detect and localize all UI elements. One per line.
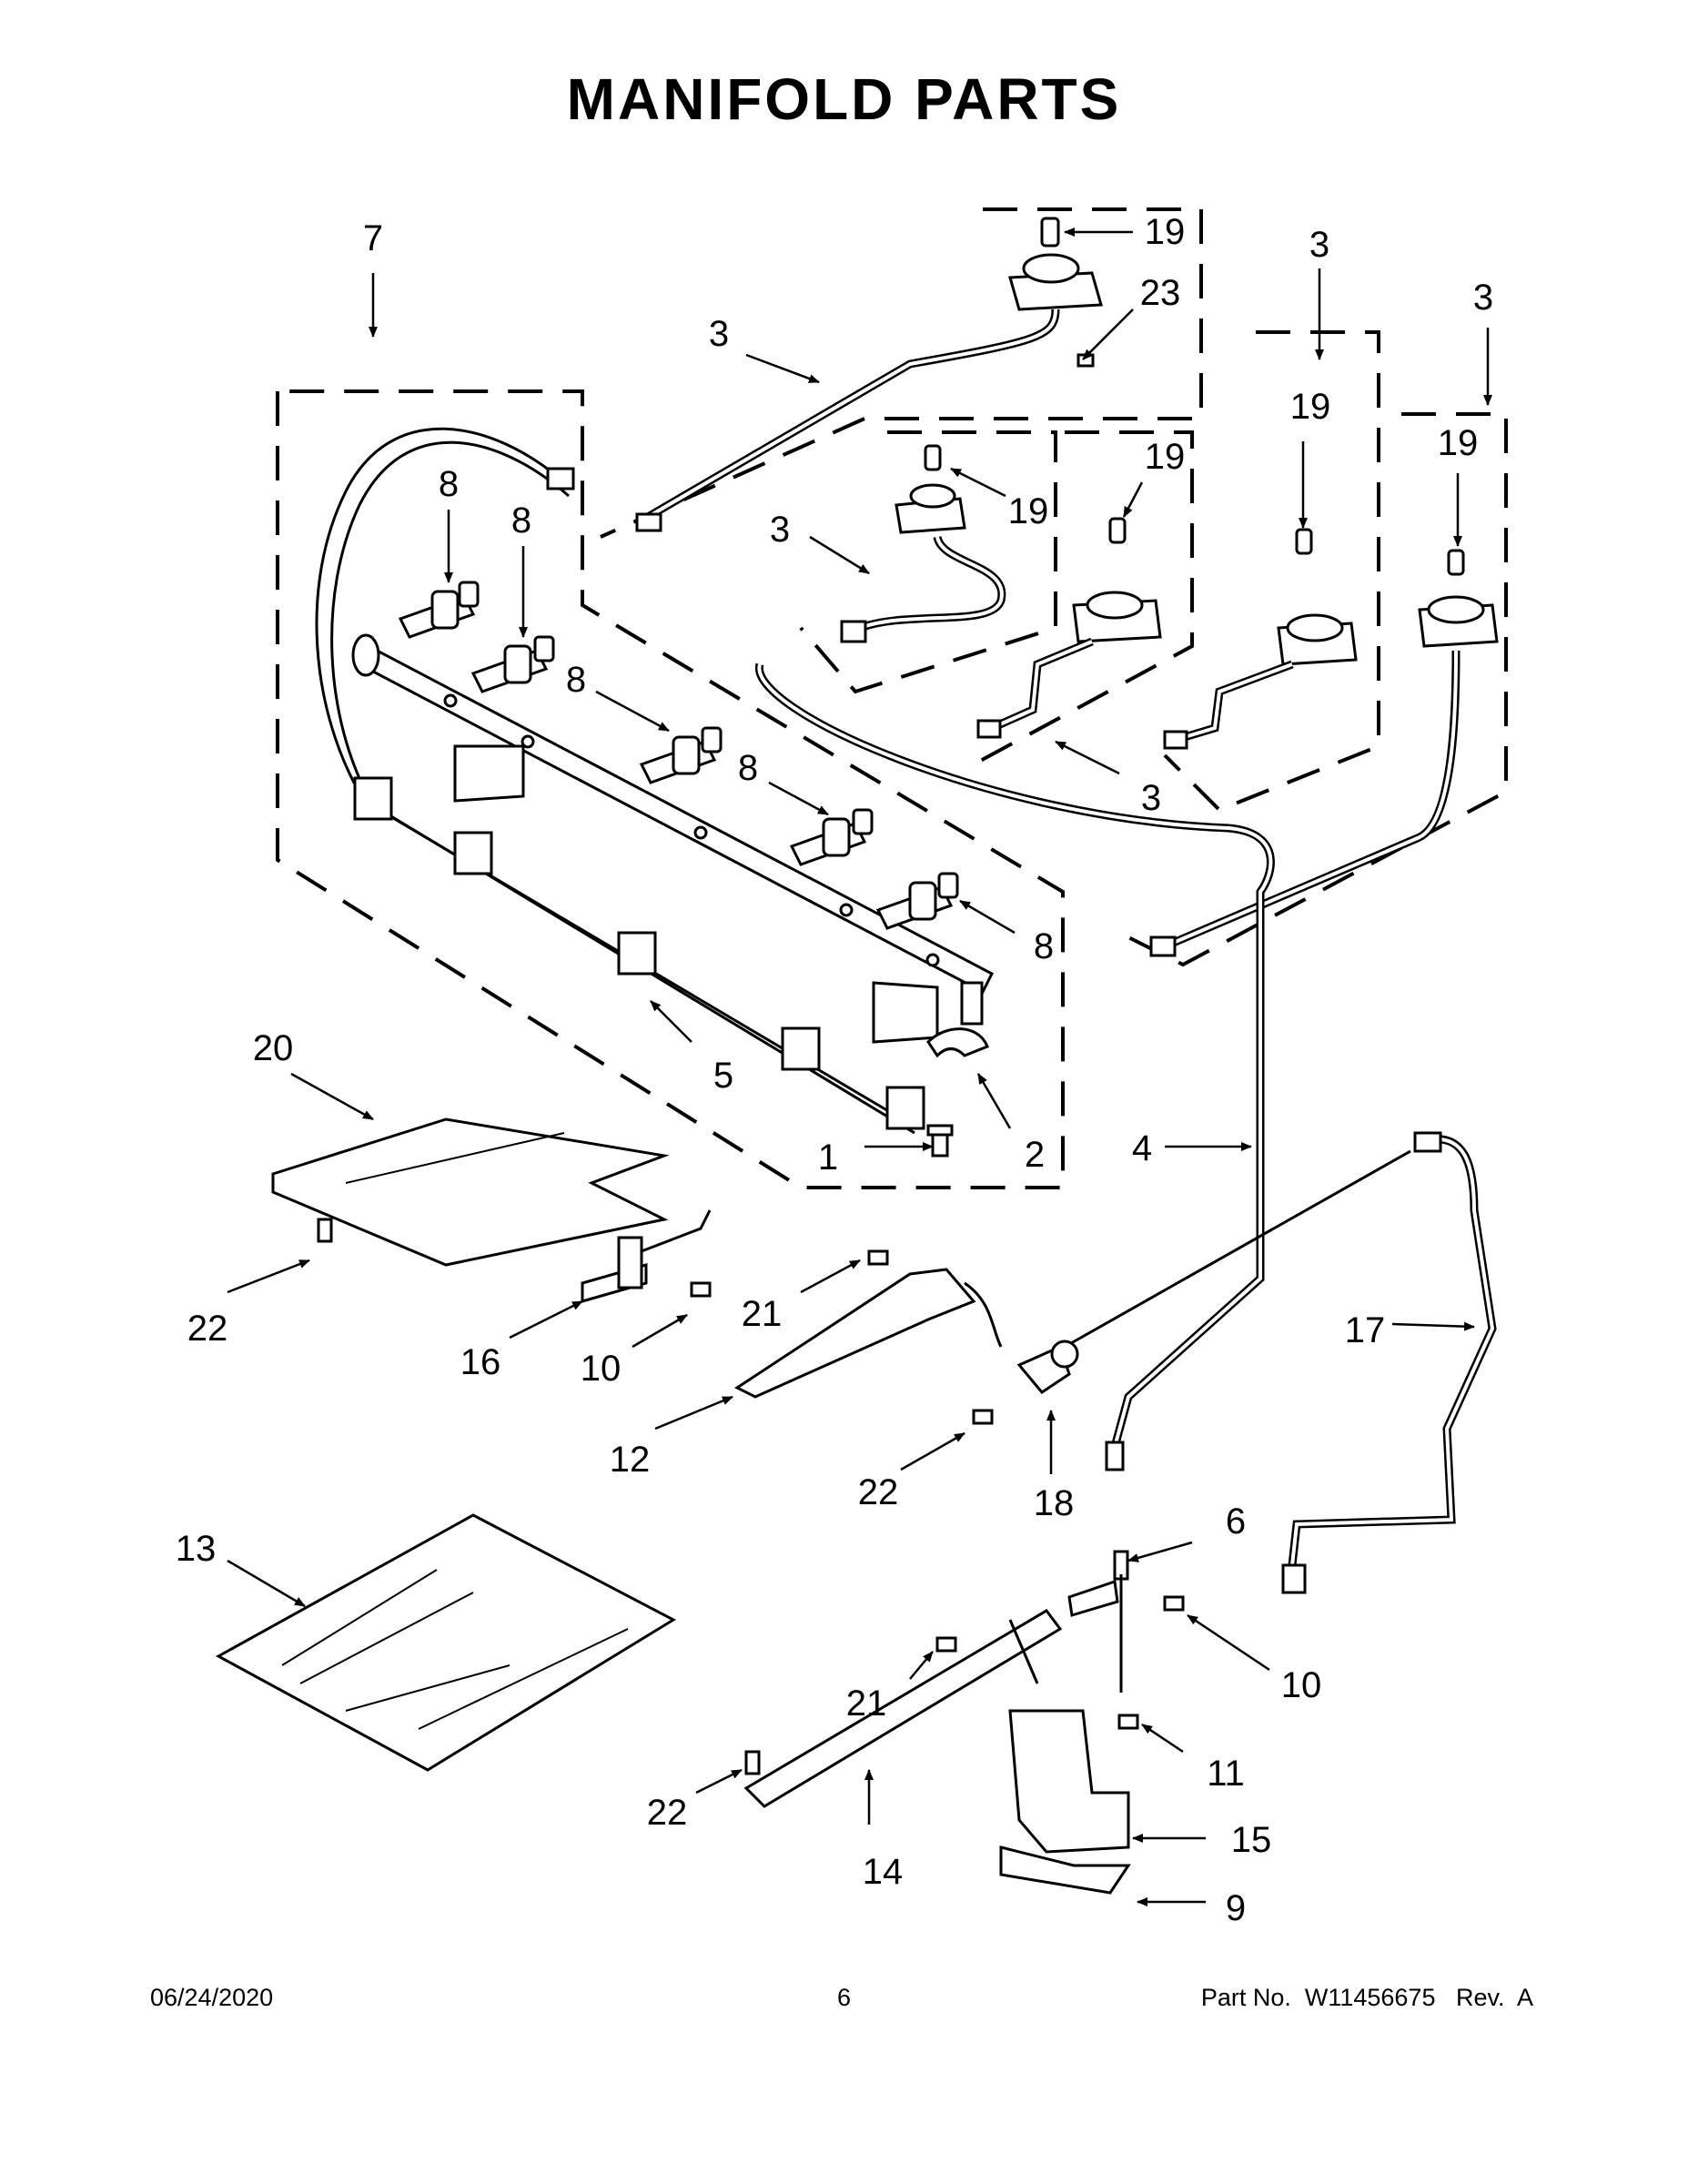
callout-22-lower: 22 <box>647 1793 688 1833</box>
callout-8-e: 8 <box>1034 926 1054 966</box>
wire-harness <box>315 427 925 1135</box>
callout-3-farright: 3 <box>1473 278 1493 318</box>
bottom-plate-13 <box>215 1513 677 1772</box>
top-burner-valve <box>634 217 1103 532</box>
callout-15: 15 <box>1231 1820 1272 1860</box>
callout-21-lower: 21 <box>846 1684 887 1724</box>
callout-19-right: 19 <box>1290 387 1331 427</box>
callout-7: 7 <box>363 218 383 258</box>
screw-22-upper <box>317 1218 333 1243</box>
callout-10-lower: 10 <box>1281 1665 1322 1705</box>
callout-19-mid: 19 <box>1145 437 1186 477</box>
orifice-holder-1 <box>398 581 480 639</box>
callout-8-b: 8 <box>511 500 531 541</box>
callout-14: 14 <box>863 1852 904 1892</box>
callout-21-upper: 21 <box>742 1294 783 1334</box>
group-far-right-burner-outline <box>1127 412 1508 967</box>
callout-13: 13 <box>176 1529 217 1569</box>
screw-22-mid <box>972 1409 994 1425</box>
callout-23: 23 <box>1140 273 1181 313</box>
callout-19-top: 19 <box>1145 212 1186 252</box>
callout-2: 2 <box>1025 1135 1045 1175</box>
callout-labels: 7 19 23 3 3 3 8 8 19 19 19 19 3 3 8 8 8 … <box>176 212 1493 1928</box>
screw-11 <box>1117 1714 1139 1730</box>
burner-tube-12 <box>734 1268 1003 1399</box>
callout-3-top: 3 <box>709 314 729 354</box>
tube-4 <box>755 662 1275 1471</box>
footer-page-number: 6 <box>836 1984 852 2011</box>
orifice-holder-2 <box>470 635 555 693</box>
callout-8-c: 8 <box>566 660 586 700</box>
callout-9: 9 <box>1226 1888 1246 1928</box>
screw-22-lower <box>744 1750 761 1775</box>
orifice-holder-4 <box>789 808 874 866</box>
callout-8-a: 8 <box>439 464 459 504</box>
callout-10-upper: 10 <box>581 1349 622 1389</box>
screw-21-lower <box>935 1636 957 1653</box>
group-mid-burner-outline <box>973 430 1194 766</box>
callout-3-bottom: 3 <box>1141 778 1161 818</box>
fitting-line <box>1064 1149 1411 1349</box>
bracket-shield-20 <box>271 1117 670 1267</box>
callout-22-upper: 22 <box>187 1309 228 1349</box>
mid-burner-valve <box>976 517 1162 739</box>
callout-3-midleft: 3 <box>770 510 790 550</box>
callout-20: 20 <box>253 1028 294 1068</box>
screw-10-lower <box>1163 1595 1185 1612</box>
callout-16: 16 <box>460 1342 501 1382</box>
clip <box>926 1027 989 1058</box>
callout-17: 17 <box>1345 1310 1386 1350</box>
orifice-holder-3 <box>639 726 723 784</box>
group-mid-left-burner-outline <box>799 430 1057 694</box>
manifold-pipe <box>351 633 994 1044</box>
callout-3-right: 3 <box>1309 225 1329 265</box>
callout-19-farright: 19 <box>1438 423 1479 463</box>
bracket-6 <box>1067 1550 1129 1693</box>
screw-10-upper <box>690 1281 712 1298</box>
leader-arrows <box>227 228 1492 1906</box>
callout-4: 4 <box>1132 1128 1152 1168</box>
callout-11: 11 <box>1207 1754 1245 1794</box>
group-right-burner-outline <box>1163 330 1380 813</box>
screw-1 <box>926 1124 954 1158</box>
mid-left-burner-valve <box>840 444 1006 643</box>
tube-17 <box>1281 1131 1497 1594</box>
valve-15 <box>999 1709 1131 1895</box>
callout-8-d: 8 <box>738 748 758 788</box>
fitting-18 <box>1016 1340 1079 1394</box>
right-burner-valve <box>1163 528 1358 750</box>
group-7-outline <box>276 389 1065 1189</box>
callout-18: 18 <box>1034 1483 1075 1523</box>
orifice-holder-5 <box>875 872 959 930</box>
footer-part-number: Part No. W11456675 Rev. A <box>1200 1984 1533 2011</box>
far-right-burner-valve <box>1149 549 1499 957</box>
callout-22-mid: 22 <box>858 1472 899 1512</box>
callout-12: 12 <box>610 1440 651 1480</box>
callout-19-midleft: 19 <box>1008 491 1049 531</box>
callout-1: 1 <box>818 1138 838 1178</box>
screw-21-upper <box>867 1249 889 1266</box>
burner-tube-14 <box>743 1609 1063 1808</box>
callout-6: 6 <box>1226 1502 1246 1542</box>
page-title: MANIFOLD PARTS <box>566 66 1122 132</box>
callout-5: 5 <box>713 1056 733 1096</box>
igniter-16 <box>581 1209 712 1303</box>
footer-date: 06/24/2020 <box>150 1984 274 2011</box>
